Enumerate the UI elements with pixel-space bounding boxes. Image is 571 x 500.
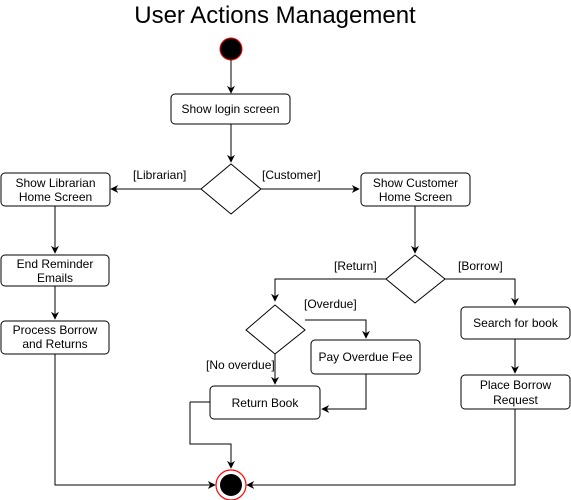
edge-process-to-final <box>54 354 216 489</box>
action-show-login: Show login screen <box>170 93 291 125</box>
guard-librarian: [Librarian] <box>133 168 186 182</box>
edge-borrow-branch <box>445 278 519 306</box>
action-label: Home Screen <box>19 190 92 204</box>
decision-customer-action <box>385 254 446 304</box>
action-label: Request <box>493 393 538 407</box>
decision-user-role <box>200 163 262 215</box>
edge-fee-to-return <box>321 374 367 413</box>
action-label: Show login screen <box>181 102 279 116</box>
edge-return-branch <box>271 278 386 302</box>
diagram-title: User Actions Management <box>134 2 416 29</box>
action-label: Return Book <box>232 396 300 410</box>
action-label: Place Borrow <box>480 378 552 392</box>
action-process-borrow-returns: Process Borrow and Returns <box>0 320 110 355</box>
action-label: Search for book <box>473 316 559 330</box>
action-search-for-book: Search for book <box>460 306 571 340</box>
action-end-reminder-emails: End Reminder Emails <box>0 254 110 287</box>
guard-overdue: [Overdue] <box>304 297 357 311</box>
edges <box>51 60 519 489</box>
action-show-librarian-home: Show Librarian Home Screen <box>0 172 111 207</box>
guard-no-overdue: [No overdue] <box>206 358 275 372</box>
action-label: Emails <box>37 271 73 285</box>
action-label: and Returns <box>22 337 87 351</box>
action-label: Show Librarian <box>15 176 95 190</box>
edge-return-to-final <box>189 402 235 469</box>
edge-overdue-branch <box>305 319 370 339</box>
guard-customer: [Customer] <box>262 168 321 182</box>
action-return-book: Return Book <box>209 385 321 420</box>
initial-node <box>219 37 243 61</box>
final-node <box>215 469 247 500</box>
action-label: End Reminder <box>17 257 94 271</box>
decision-overdue <box>245 304 306 355</box>
action-label: Home Screen <box>379 190 452 204</box>
action-label: Process Borrow <box>13 323 98 337</box>
action-place-borrow-request: Place Borrow Request <box>460 374 571 410</box>
edge-place-to-final <box>246 409 516 489</box>
action-show-customer-home: Show Customer Home Screen <box>360 172 471 207</box>
guard-return: [Return] <box>334 259 377 273</box>
action-label: Pay Overdue Fee <box>318 350 412 364</box>
action-label: Show Customer <box>373 176 458 190</box>
guard-borrow: [Borrow] <box>458 259 503 273</box>
action-pay-overdue-fee: Pay Overdue Fee <box>310 339 421 375</box>
